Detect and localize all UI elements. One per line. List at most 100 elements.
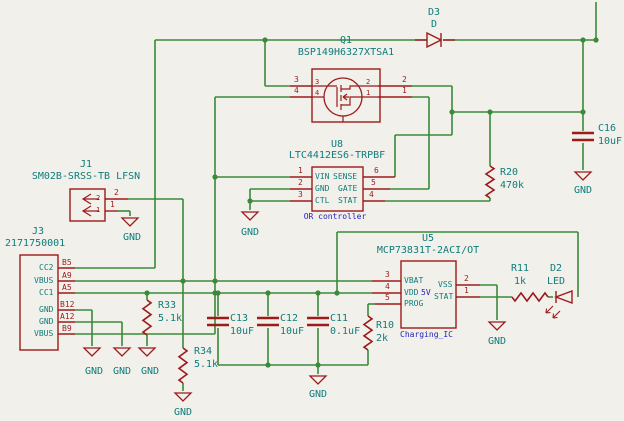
- j3-symbol-body[interactable]: [19, 254, 59, 351]
- junction-dot: [334, 290, 340, 296]
- j3-pin-name-vbus2: VBUS: [34, 329, 54, 338]
- gnd-power-symbol[interactable]: [112, 347, 132, 357]
- r34-reference: R34: [194, 346, 213, 357]
- d2-reference: D2: [549, 263, 563, 274]
- u5-pin-num-1: 1: [464, 286, 469, 295]
- r33-reference: R33: [158, 300, 177, 311]
- j3-pin-name-vbus1: VBUS: [34, 276, 54, 285]
- gnd-label-u5: GND: [487, 336, 507, 347]
- d2-emission-arrows: [545, 305, 561, 319]
- u5-pin-num-5: 5: [385, 293, 390, 302]
- q1-pin-num-4: 4: [294, 86, 299, 95]
- q1-symbol-body[interactable]: [311, 68, 381, 123]
- u5-pin-num-2: 2: [464, 274, 469, 283]
- junction-dot: [212, 174, 218, 180]
- j3-pin-num-b9: B9: [62, 324, 72, 333]
- j1-pin-num-1: 1: [110, 200, 115, 209]
- j3-pin-num-b5: B5: [62, 258, 72, 267]
- junction-dot: [487, 109, 493, 115]
- j1-inner-pin-1: 1: [96, 206, 101, 214]
- gnd-label-c16: GND: [573, 185, 593, 196]
- q1-inner-pin-3: 3: [315, 78, 320, 86]
- r10-reference: R10: [376, 320, 395, 331]
- d3-symbol[interactable]: [426, 31, 443, 49]
- d3-reference: D3: [427, 7, 441, 18]
- r34-symbol[interactable]: [177, 347, 189, 384]
- j1-symbol-body[interactable]: [69, 188, 106, 222]
- q1-inner-pin-1: 1: [366, 89, 371, 97]
- junction-dot: [593, 37, 599, 43]
- gnd-power-symbol[interactable]: [82, 347, 102, 357]
- junction-dot: [315, 290, 321, 296]
- gnd-label-r33: GND: [140, 366, 160, 377]
- u5-pin-name-vdd: VDD: [404, 288, 419, 297]
- u8-pin-num-2: 2: [298, 178, 303, 187]
- q1-pin-num-2: 2: [402, 75, 407, 84]
- gnd-power-symbol[interactable]: [120, 217, 140, 227]
- r20-value: 470k: [500, 180, 525, 191]
- c12-reference: C12: [280, 313, 299, 324]
- c13-value: 10uF: [230, 326, 255, 337]
- c11-reference: C11: [330, 313, 349, 324]
- gnd-power-symbol[interactable]: [173, 392, 193, 402]
- r11-symbol[interactable]: [511, 291, 549, 303]
- gnd-label-u8: GND: [240, 227, 260, 238]
- q1-inner-pin-4: 4: [315, 89, 320, 97]
- q1-mosfet-glyph: [312, 85, 378, 122]
- u5-symbol-body[interactable]: [400, 260, 457, 329]
- u5-net-label-5v: 5V: [421, 288, 431, 297]
- gnd-label-b12: GND: [84, 366, 104, 377]
- j1-reference: J1: [79, 159, 93, 170]
- j3-pin-num-a9: A9: [62, 271, 72, 280]
- u8-value: LTC4412ES6-TRPBF: [288, 150, 386, 161]
- r33-value: 5.1k: [158, 313, 183, 324]
- junction-dot: [580, 37, 586, 43]
- j3-pin-name-cc2: CC2: [39, 263, 54, 272]
- u5-value: MCP73831T-2ACI/OT: [376, 245, 480, 256]
- u8-symbol-body[interactable]: [311, 166, 364, 212]
- q1-inner-pin-2: 2: [366, 78, 371, 86]
- junction-dot: [265, 290, 271, 296]
- u8-pin-name-vin: VIN: [315, 172, 330, 181]
- gnd-label-caps: GND: [308, 389, 328, 400]
- j3-pin-name-cc1: CC1: [39, 288, 54, 297]
- u8-pin-name-gate: GATE: [338, 184, 358, 193]
- r11-value: 1k: [513, 276, 527, 287]
- u5-note: Charging_IC: [400, 330, 453, 339]
- u8-reference: U8: [330, 139, 344, 150]
- r20-reference: R20: [500, 167, 519, 178]
- gnd-power-symbol[interactable]: [573, 171, 593, 181]
- j1-pin-num-2: 2: [114, 188, 119, 197]
- c16-reference: C16: [598, 123, 617, 134]
- gnd-power-symbol[interactable]: [308, 375, 328, 385]
- u5-pin-name-stat: STAT: [434, 292, 454, 301]
- q1-reference: Q1: [339, 35, 353, 46]
- u5-pin-num-3: 3: [385, 270, 390, 279]
- d3-value: D: [430, 19, 438, 30]
- d2-value: LED: [546, 276, 566, 287]
- gnd-label-r34: GND: [173, 407, 193, 418]
- d2-led-symbol[interactable]: [554, 289, 573, 305]
- junction-dot: [449, 109, 455, 115]
- r10-value: 2k: [376, 333, 389, 344]
- u8-pin-name-sense: SENSE: [333, 172, 358, 181]
- c13-reference: C13: [230, 313, 249, 324]
- junction-dot: [212, 278, 218, 284]
- gnd-label-j1: GND: [122, 232, 142, 243]
- r20-symbol[interactable]: [484, 165, 496, 199]
- u8-pin-num-4: 4: [369, 190, 374, 199]
- junction-dot: [144, 290, 150, 296]
- u5-pin-name-prog: PROG: [404, 299, 424, 308]
- j1-inner-pin-2: 2: [96, 194, 101, 202]
- gnd-power-symbol[interactable]: [487, 321, 507, 331]
- r11-reference: R11: [510, 263, 530, 274]
- gnd-power-symbol[interactable]: [240, 211, 260, 221]
- j3-pin-num-a12: A12: [60, 312, 75, 321]
- r33-symbol[interactable]: [141, 299, 153, 336]
- j1-value: SM02B-SRSS-TB LFSN: [31, 171, 141, 182]
- r10-symbol[interactable]: [362, 315, 374, 351]
- u8-pin-name-gnd: GND: [315, 184, 330, 193]
- gnd-power-symbol[interactable]: [137, 347, 157, 357]
